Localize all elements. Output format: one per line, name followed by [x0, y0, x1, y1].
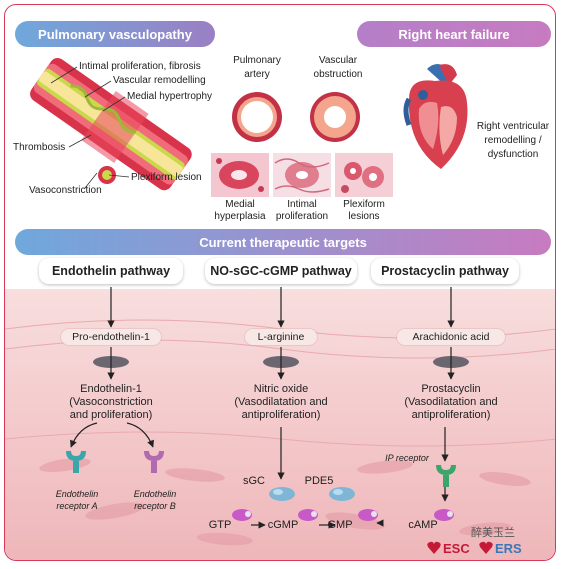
- prostacyclin-product-2: (Vasodilatation and: [404, 396, 498, 408]
- endothelin-receptor-a-icon: [66, 451, 86, 473]
- prostacyclin-pathway-title: Prostacyclin pathway: [371, 258, 519, 284]
- no-product-3: antiproliferation): [241, 409, 321, 421]
- sgc-label: sGC: [243, 475, 265, 487]
- normal-artery-cross-section: [232, 92, 282, 142]
- prostacyclin-product-3: antiproliferation): [411, 409, 491, 421]
- figure-frame: Pulmonary vasculopathy Right heart failu…: [4, 4, 556, 561]
- label-rv-1: Right ventricular: [476, 121, 550, 132]
- label-intimal-2: proliferation: [275, 211, 329, 222]
- ip-receptor-icon: [436, 465, 456, 487]
- endothelin-product-1: Endothelin-1: [80, 383, 142, 395]
- endothelin-receptor-b-icon: [144, 451, 164, 473]
- label-rv-2: remodelling /: [484, 135, 542, 146]
- receptor-b-label-1: Endothelin: [133, 489, 177, 499]
- receptor-b-label-2: receptor B: [134, 501, 176, 511]
- ers-logo: ERS: [495, 541, 522, 556]
- histology-plexiform-lesions: [335, 153, 393, 197]
- label-medial-1: Medial: [225, 199, 255, 210]
- camp-label: cAMP: [408, 519, 438, 531]
- vessel-leader-lines: [50, 66, 130, 189]
- cgmp-molecule-icon: [298, 509, 318, 521]
- label-intimal-proliferation: Intimal proliferation, fibrosis: [79, 61, 201, 72]
- sgc-enzyme-icon: [269, 487, 295, 501]
- label-vasoconstriction: Vasoconstriction: [29, 185, 102, 196]
- receptor-a-label-1: Endothelin: [55, 489, 99, 499]
- ers-heart-logo-icon: [479, 541, 493, 554]
- label-rv-3: dysfunction: [487, 149, 539, 160]
- endothelin-precursor: Pro-endothelin-1: [61, 329, 161, 345]
- no-product-1: Nitric oxide: [253, 383, 309, 395]
- prostacyclin-precursor: Arachidonic acid: [397, 329, 505, 345]
- ip-receptor-label: IP receptor: [385, 453, 429, 463]
- histology-medial-hyperplasia: [211, 153, 269, 197]
- gmp-label: GMP: [327, 519, 353, 531]
- heart-illustration: [403, 64, 468, 169]
- gmp-molecule-icon: [358, 509, 378, 521]
- label-plexiform-lesion: Plexiform lesion: [131, 172, 202, 183]
- vessel-illustration: [30, 58, 192, 191]
- label-plexiform-2: lesions: [348, 211, 380, 222]
- pathway-arrows: [70, 287, 455, 529]
- label-vascular-obstruction-1: Vascular: [318, 55, 358, 66]
- esc-heart-logo-icon: [427, 541, 441, 554]
- label-pulmonary-artery-1: Pulmonary: [233, 55, 281, 66]
- header-current-therapeutic-targets: Current therapeutic targets: [15, 229, 551, 255]
- label-vascular-remodelling: Vascular remodelling: [113, 75, 206, 86]
- label-plexiform-1: Plexiform: [343, 199, 385, 210]
- endothelin-pathway-title: Endothelin pathway: [39, 258, 183, 284]
- no-pathway-title: NO-sGC-cGMP pathway: [205, 258, 357, 284]
- gtp-label: GTP: [208, 519, 232, 531]
- gtp-molecule-icon: [232, 509, 252, 521]
- cgmp-label: cGMP: [267, 519, 299, 531]
- esc-logo: ESC: [443, 541, 470, 556]
- label-pulmonary-artery-2: artery: [244, 69, 270, 80]
- label-medial-2: hyperplasia: [214, 211, 266, 222]
- label-medial-hypertrophy: Medial hypertrophy: [127, 91, 213, 102]
- pde5-label: PDE5: [304, 475, 334, 487]
- endothelin-product-3: and proliferation): [69, 409, 153, 421]
- obstructed-artery-cross-section: [310, 92, 360, 142]
- watermark: 醉美玉兰: [471, 527, 515, 539]
- histology-intimal-proliferation: [273, 153, 331, 197]
- camp-molecule-icon: [434, 509, 454, 521]
- no-precursor: L-arginine: [245, 329, 317, 345]
- header-right-heart-failure: Right heart failure: [357, 21, 551, 47]
- pde5-enzyme-icon: [329, 487, 355, 501]
- label-vascular-obstruction-2: obstruction: [313, 69, 363, 80]
- receptor-a-label-2: receptor A: [56, 501, 98, 511]
- header-pulmonary-vasculopathy: Pulmonary vasculopathy: [15, 21, 215, 47]
- no-product-2: (Vasodilatation and: [234, 396, 328, 408]
- label-intimal-1: Intimal: [287, 199, 317, 210]
- prostacyclin-product-1: Prostacyclin: [421, 383, 481, 395]
- label-thrombosis: Thrombosis: [13, 142, 66, 153]
- endothelin-product-2: (Vasoconstriction: [69, 396, 153, 408]
